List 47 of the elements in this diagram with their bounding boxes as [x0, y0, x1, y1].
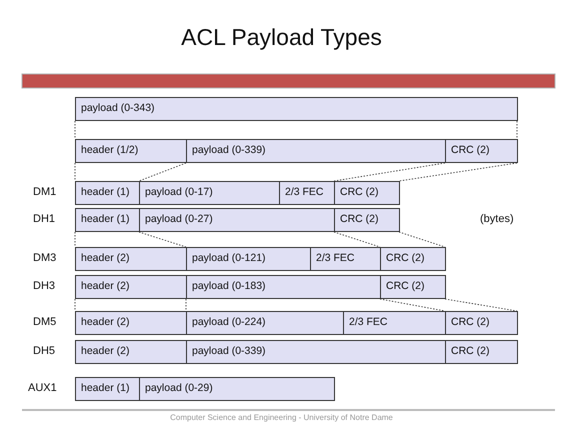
packet-field: CRC (2): [334, 208, 400, 232]
packet-field: payload (0-224): [186, 311, 344, 335]
projection-line: [74, 162, 76, 182]
packet-field: header (2): [75, 247, 187, 271]
packet-field: header (2): [75, 311, 187, 335]
packet-field: CRC (2): [445, 139, 518, 163]
projection-line: [398, 162, 518, 182]
projection-line: [138, 162, 186, 182]
packet-field: payload (0-17): [139, 181, 280, 205]
packet-field: payload (0-183): [186, 275, 381, 299]
packet-type-label: DM1: [33, 186, 56, 198]
packet-field: header (1): [75, 377, 140, 401]
packet-field: header (2): [75, 275, 187, 299]
projection-line: [444, 298, 518, 312]
packet-field: header (2): [75, 340, 187, 364]
packet-field: CRC (2): [445, 311, 518, 335]
packet-field: header (1): [75, 208, 140, 232]
packet-field: payload (0-343): [75, 97, 518, 121]
packet-field: payload (0-339): [186, 340, 446, 364]
slide-title: ACL Payload Types: [180, 24, 383, 51]
packet-field: 2/3 FEC: [279, 181, 335, 205]
projection-line: [398, 232, 446, 248]
packet-type-label: DM5: [33, 316, 56, 328]
packet-type-label: DM3: [33, 252, 56, 264]
projection-line: [74, 298, 76, 312]
packet-type-label: DH3: [33, 280, 56, 292]
projection-line: [74, 120, 76, 140]
packet-field: 2/3 FEC: [343, 311, 446, 335]
packet-type-label: AUX1: [28, 382, 57, 394]
packet-field: payload (0-339): [186, 139, 446, 163]
packet-type-label: DH5: [33, 345, 56, 357]
packet-field: header (1): [75, 181, 140, 205]
footer-text: Computer Science and Engineering - University of Notre Dame: [169, 413, 394, 422]
packet-field: payload (0-29): [139, 377, 335, 401]
projection-line: [516, 120, 518, 140]
packet-field: 2/3 FEC: [310, 247, 381, 271]
packet-field: CRC (2): [334, 181, 400, 205]
packet-field: header (1/2): [75, 139, 187, 163]
packet-field: CRC (2): [445, 340, 518, 364]
packet-type-label: DH1: [33, 213, 56, 225]
packet-field: payload (0-27): [139, 208, 335, 232]
packet-field: payload (0-121): [186, 247, 311, 271]
projection-line: [334, 162, 446, 182]
unit-note: (bytes): [480, 213, 514, 225]
projection-line: [74, 232, 76, 248]
packet-field: CRC (2): [380, 247, 446, 271]
packet-field: CRC (2): [380, 275, 446, 299]
